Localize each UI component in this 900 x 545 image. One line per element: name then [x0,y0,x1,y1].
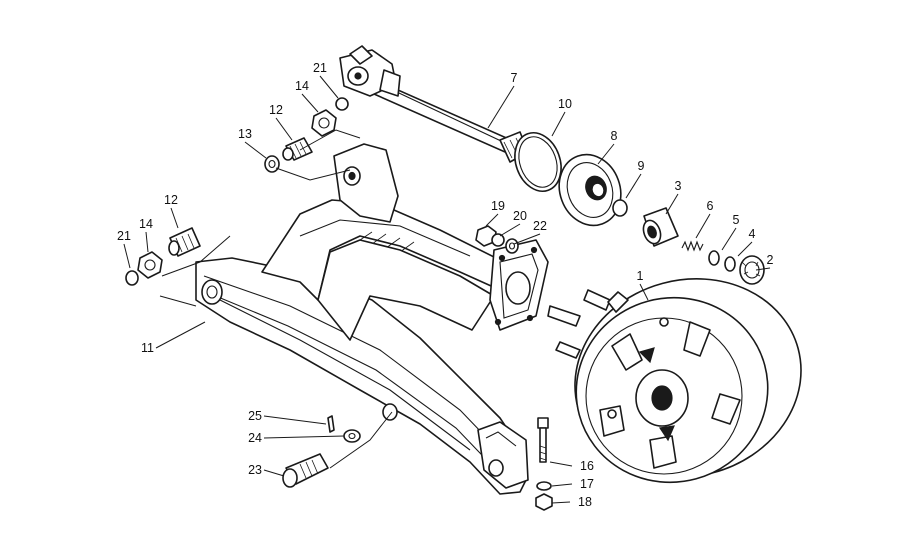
clamp-ring [514,132,562,192]
callout-leader-c19 [485,213,499,227]
nut-14-upper [311,109,337,137]
callout-leader-c18 [551,501,571,504]
washer-17 [536,481,552,491]
callout-leader-c5 [721,227,737,251]
washer-5 [708,250,720,266]
nut-18 [535,493,553,511]
callout-label-c6: 6 [707,199,714,213]
callout-label-c8: 8 [611,129,618,143]
callout-leader-c16 [549,461,573,467]
coupling-sleeve [642,207,679,247]
callout-label-c4: 4 [749,227,756,241]
callout-leader-c3 [665,193,679,215]
callout-leader-c13 [244,141,267,159]
callout-label-c20: 20 [513,209,527,223]
callout-leader-c2 [755,267,771,271]
callout-label-c21a: 21 [313,61,327,75]
pivot-pin-23 [282,453,329,488]
callout-leader-c21a [319,75,339,99]
dust-boot [558,153,622,227]
callout-leader-c6 [695,213,711,239]
callout-leader-c8 [597,143,615,165]
callout-label-c25: 25 [248,409,262,423]
callout-leader-c20 [499,223,521,237]
callout-leader-c21b [123,243,131,269]
callout-labels: 1234567891011121213141419202121221617182… [117,61,773,509]
callout-label-c21b: 21 [117,229,131,243]
washer-4 [724,256,736,272]
callout-leader-c7 [487,85,515,129]
callout-leader-c17 [551,483,573,487]
callout-leader-c23 [263,469,285,477]
callout-label-c10: 10 [558,97,572,111]
pin-25 [327,415,335,433]
callout-leader-c4 [737,241,753,257]
callout-label-c23: 23 [248,463,262,477]
cap-21-upper [335,97,349,111]
callout-leader-c22 [513,233,541,245]
callout-label-c18: 18 [578,495,592,509]
eccentric-bolt-12-left [168,227,201,257]
callout-label-c17: 17 [580,477,594,491]
callout-label-c14b: 14 [139,217,153,231]
washer-22 [505,238,519,254]
callout-leader-c12b [170,207,179,229]
callout-leader-c14a [301,93,319,113]
nut-14-left [137,251,163,279]
callout-label-c9: 9 [638,159,645,173]
callout-label-c7: 7 [511,71,518,85]
callout-leader-c11 [155,321,206,349]
callout-label-c13: 13 [238,127,252,141]
callout-leader-c24 [263,435,345,439]
callout-label-c22: 22 [533,219,547,233]
callout-leader-c10 [551,111,566,137]
callout-label-c2: 2 [767,253,774,267]
cap-21-left [125,270,139,286]
callout-leader-c25 [263,415,327,425]
eccentric-bolt-12-upper [282,137,313,161]
bolt-16 [537,417,549,463]
splined-gear [739,255,765,285]
callout-label-c1: 1 [637,269,644,283]
washer-20 [491,233,505,247]
callout-leader-c12a [275,117,293,141]
circlip [612,199,628,217]
callout-label-c3: 3 [675,179,682,193]
callout-label-c16: 16 [580,459,594,473]
callout-label-c11: 11 [141,341,154,355]
callout-leader-c1 [639,283,649,301]
wheel-hub-drum [547,278,802,484]
callout-label-c24: 24 [248,431,262,445]
callout-label-c19: 19 [491,199,505,213]
callout-label-c14a: 14 [295,79,309,93]
washer-24 [343,429,361,443]
washer-13 [264,155,280,173]
callout-leader-c9 [625,173,642,199]
callout-leader-c14b [145,231,149,253]
callout-label-c12a: 12 [269,103,283,117]
callout-label-c5: 5 [733,213,740,227]
swingarm [195,143,549,495]
spring [681,240,704,252]
callout-label-c12b: 12 [164,193,178,207]
